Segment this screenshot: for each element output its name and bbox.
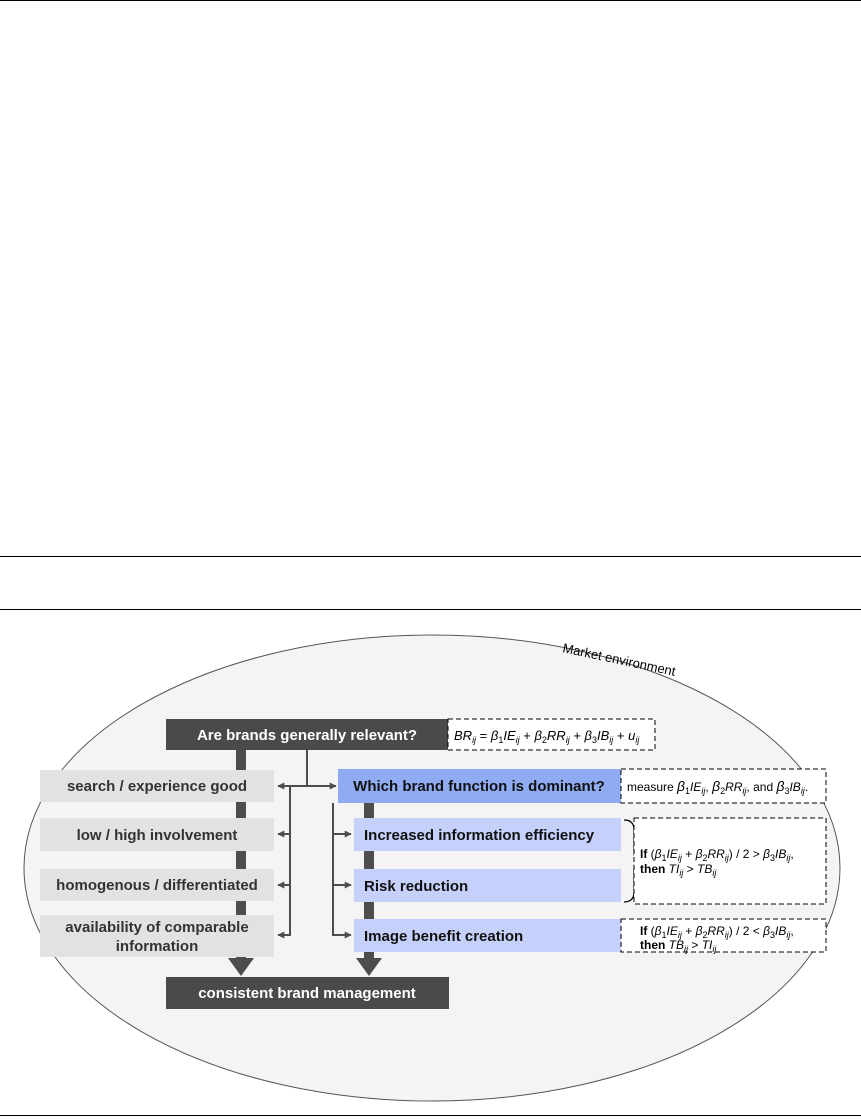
top-formula: BRij = β1IEij + β2RRij + β3IBij + uij xyxy=(454,728,640,745)
factor-label-involvement: low / high involvement xyxy=(77,827,238,844)
bottom-label: consistent brand management xyxy=(198,985,416,1002)
top-question-text: Are brands generally relevant? xyxy=(197,727,417,744)
connector-lines xyxy=(277,750,352,939)
function-box-risk-reduction xyxy=(354,869,621,902)
factor-label-homogenous: homogenous / differentiated xyxy=(56,877,258,894)
right-trunk xyxy=(364,776,374,960)
condition-ti-line2: then TIij > TBij xyxy=(640,862,717,878)
condition-tb-box xyxy=(620,918,827,953)
right-trunk-head xyxy=(356,958,382,976)
factor-box-involvement xyxy=(40,818,274,851)
condition-tb-line1: If (β1IEij + β2RRij) / 2 < β3IBij, xyxy=(640,924,794,940)
condition-ti-line1: If (β1IEij + β2RRij) / 2 > β3IBij, xyxy=(640,847,794,863)
function-label-information-efficiency: Increased information efficiency xyxy=(364,827,595,844)
factor-box-homogenous xyxy=(40,869,274,901)
top-rule xyxy=(0,0,861,1)
factor-label-availability-line2: information xyxy=(116,938,199,955)
function-box-information-efficiency xyxy=(354,818,621,851)
left-trunk xyxy=(236,748,246,960)
function-label-risk-reduction: Risk reduction xyxy=(364,878,468,895)
top-question-box xyxy=(166,719,448,750)
bottom-rule xyxy=(0,1115,861,1116)
left-trunk-head xyxy=(228,958,254,976)
measure-formula-box xyxy=(620,768,827,804)
function-question-box xyxy=(338,769,621,803)
mid-rule-2 xyxy=(0,609,861,610)
factor-box-availability xyxy=(40,915,274,957)
function-question-text: Which brand function is dominant? xyxy=(353,778,605,795)
factor-label-availability-line1: availability of comparable xyxy=(65,919,248,936)
top-formula-box xyxy=(447,718,656,751)
factor-box-search-experience xyxy=(40,770,274,802)
bottom-box xyxy=(166,977,449,1009)
function-label-image-benefit: Image benefit creation xyxy=(364,928,523,945)
factor-label-search-experience: search / experience good xyxy=(67,778,247,795)
condition-tb-line2: then TBij > TIij xyxy=(640,938,717,954)
measure-formula: measure β1IEij, β2RRij, and β3IBij. xyxy=(627,778,808,796)
function-box-image-benefit xyxy=(354,919,621,952)
mid-rule-1 xyxy=(0,556,861,557)
condition-ti-box xyxy=(633,817,827,905)
